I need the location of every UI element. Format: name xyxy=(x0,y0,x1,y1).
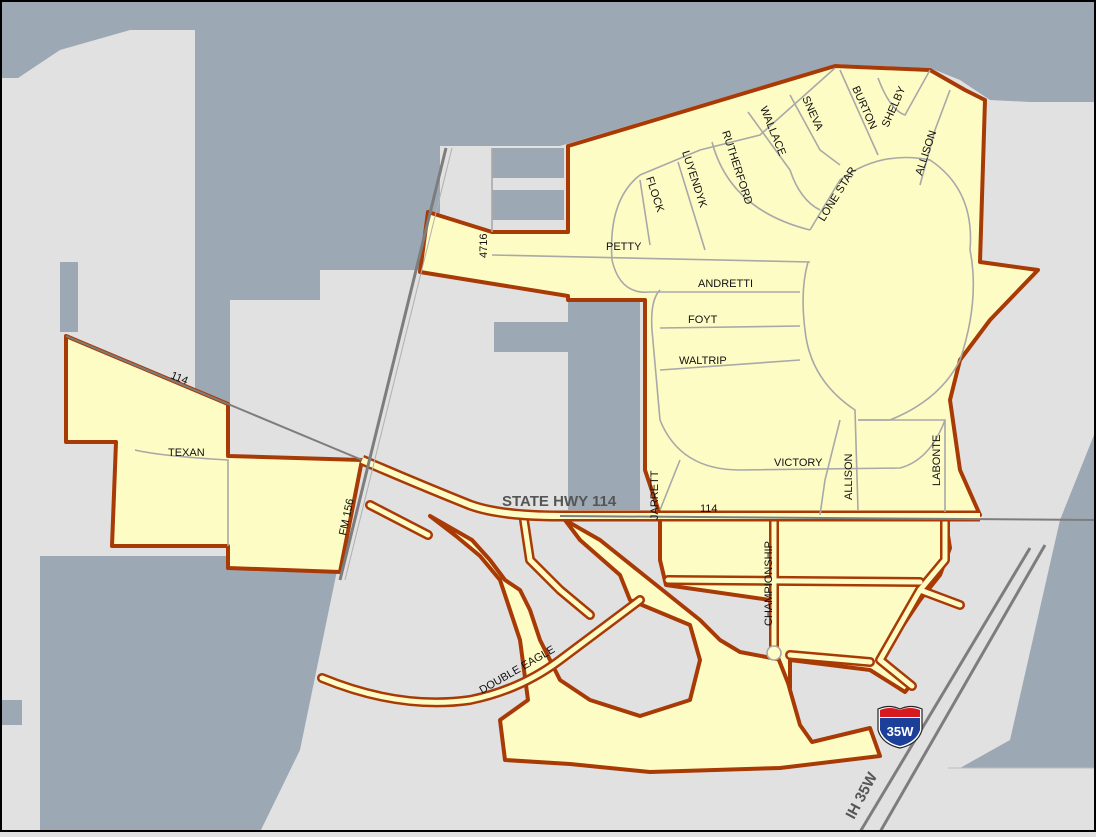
hwy-114-corridor-fill xyxy=(360,457,980,519)
street-rutherford xyxy=(711,141,811,231)
street-sneva xyxy=(789,94,841,166)
street-label-petty: PETTY xyxy=(606,241,642,253)
water-block-southeast xyxy=(960,430,1096,832)
district-south xyxy=(428,514,882,774)
street-petty xyxy=(491,254,811,263)
street-label-allison-south: ALLISON xyxy=(843,453,855,500)
street-loop-west xyxy=(802,261,859,511)
ih-35w-line-east xyxy=(878,544,1047,833)
street-label-andretti: ANDRETTI xyxy=(698,278,753,290)
route-4716-label: 4716 xyxy=(478,234,490,258)
interstate-shield-icon: 35W xyxy=(877,705,923,749)
corridor-fills xyxy=(319,502,963,705)
fm-156-line xyxy=(338,147,448,581)
street-waltrip xyxy=(659,359,801,371)
street-allison-north xyxy=(919,89,951,186)
water-block-center xyxy=(494,300,640,510)
street-loop-east xyxy=(809,156,975,421)
interstate-shield-label: 35W xyxy=(887,724,914,739)
highway-lines xyxy=(65,147,1096,833)
fm-156-line-secondary xyxy=(344,147,453,581)
route-114-west-line xyxy=(65,335,363,461)
street-texan xyxy=(134,449,229,546)
street-flock xyxy=(639,179,651,246)
street-luyendyk xyxy=(677,161,706,251)
street-label-victory: VICTORY xyxy=(774,457,823,469)
street-north-arc xyxy=(639,67,836,176)
street-label-waltrip: WALTRIP xyxy=(679,355,727,367)
land-parcel-southeast xyxy=(948,768,1096,832)
street-label-labonte: LABONTE xyxy=(931,435,943,486)
street-label-championship: CHAMPIONSHIP xyxy=(763,541,775,626)
water-block-pier2 xyxy=(492,190,564,220)
street-shelby xyxy=(877,69,931,116)
water-block-southwest xyxy=(40,556,340,832)
championship-roundabout xyxy=(766,645,782,661)
street-wallace xyxy=(747,111,821,211)
street-label-texan: TEXAN xyxy=(168,447,205,459)
street-flock-west xyxy=(610,174,651,293)
water-block-edge xyxy=(0,700,22,725)
street-jarrett xyxy=(659,459,681,511)
parcel-line xyxy=(948,767,1096,832)
water-block-north xyxy=(0,0,1096,440)
route-114-east-line xyxy=(559,515,1096,521)
route-114-east-label: 114 xyxy=(700,503,718,515)
water-block-northwest xyxy=(0,0,195,78)
water-block-pier1 xyxy=(492,148,564,178)
ih-35w-line-west xyxy=(858,547,1032,833)
water-block-small xyxy=(60,262,78,332)
street-foyt xyxy=(659,325,801,329)
district-areas xyxy=(64,64,1040,774)
district-west xyxy=(64,334,364,574)
street-burton xyxy=(839,69,879,156)
street-label-foyt: FOYT xyxy=(688,314,718,326)
street-network xyxy=(134,67,975,546)
street-label-jarrett: JARRETT xyxy=(649,470,661,520)
state-hwy-114-label: STATE HWY 114 xyxy=(502,493,617,510)
street-labonte xyxy=(858,419,946,512)
street-allison-south xyxy=(819,419,841,516)
district-north xyxy=(418,64,1040,517)
street-victory-loop xyxy=(650,289,946,471)
